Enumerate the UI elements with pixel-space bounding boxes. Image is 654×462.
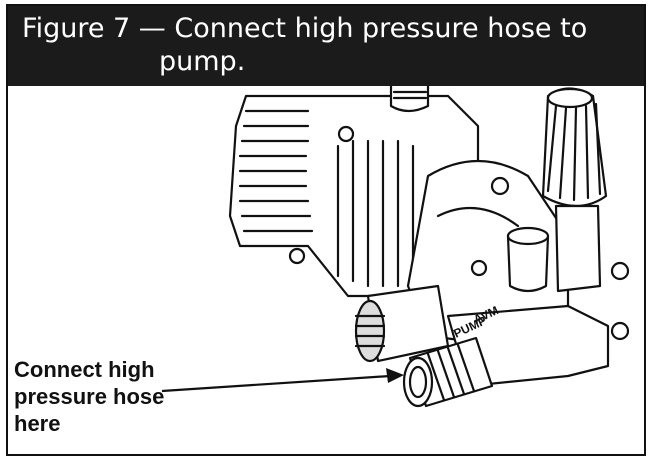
callout-line-1: Connect high [14,357,155,382]
figure-title-line-1: Figure 7 — Connect high pressure hose to [22,13,588,44]
figure-frame: Figure 7 — Connect high pressure hose to… [6,4,646,456]
inlet-screen [354,299,386,363]
unloader-stem [554,204,602,293]
figure-caption: Figure 7 — Connect high pressure hose to… [8,6,644,86]
figure-title-line-2: pump. [159,46,246,77]
callout-arrow [161,368,404,393]
housing-bolt-upper [337,125,355,143]
callout-text: Connect high pressure hose here [14,356,164,437]
callout-line-2: pressure hose [14,384,165,409]
pump-illustration: AVM PUMP [161,86,630,408]
manifold-bolt-1 [610,261,630,281]
callout-line-3: here [14,411,61,436]
manifold-bolt-2 [610,321,630,341]
housing-bolt-lower [288,247,306,265]
